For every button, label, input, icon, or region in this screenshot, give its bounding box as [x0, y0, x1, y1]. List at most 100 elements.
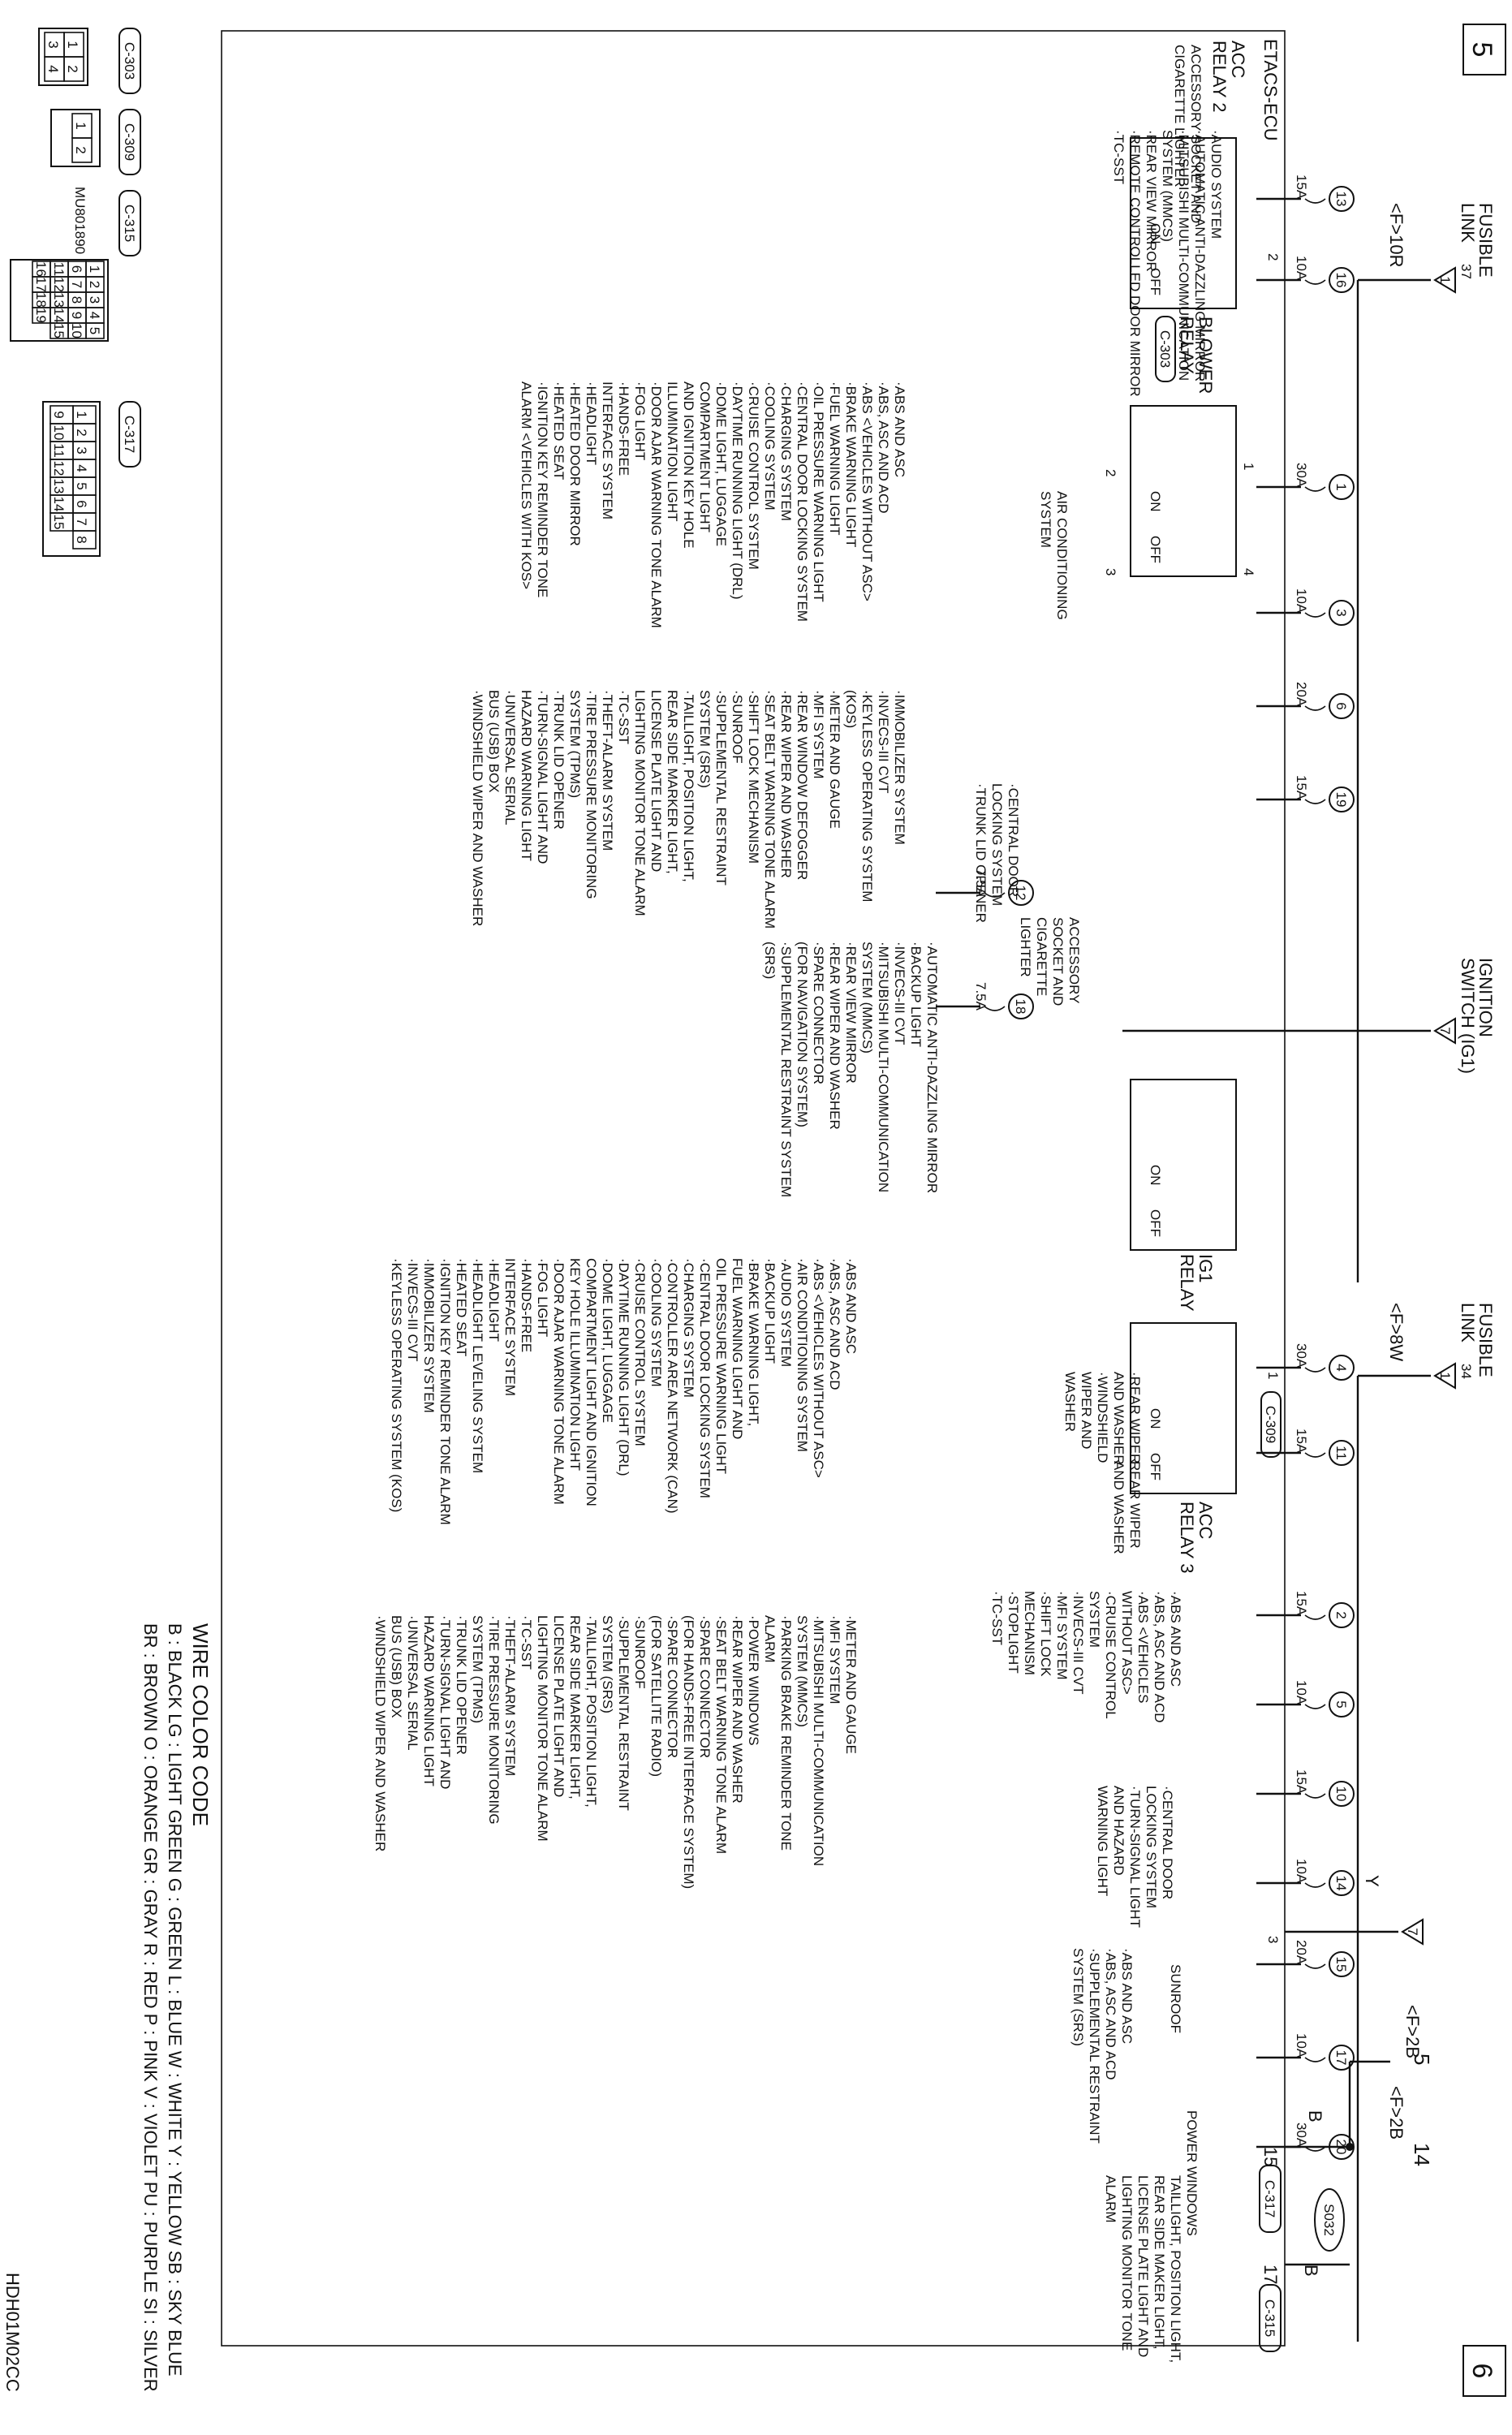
connector-c317-pin: 15 [51, 515, 67, 530]
fuse-10-rating: 15A [1294, 1769, 1309, 1795]
fuse-16-badge [1329, 267, 1355, 293]
load-f5-col2-line: ·REAR WIPER AND WASHER [730, 1615, 745, 1804]
fusible-link-37-title-2: LINK [1458, 203, 1478, 243]
load-f3-col2-line: ·REAR WINDOW DEFOGGER [795, 690, 810, 880]
fuse-2-badge [1329, 1602, 1355, 1628]
load-f5-col2-line: ·POWER WINDOWS [746, 1615, 761, 1746]
load-f3-col2-line: ·TC-SST [616, 690, 631, 744]
load-f5-col1-line: ·DOME LIGHT, LUGGAGE [600, 1258, 615, 1423]
connector-c317-pin-cell [50, 512, 74, 532]
fuse-20-badge [1329, 2134, 1355, 2160]
fusible-link-34-ref: 34 [1458, 1364, 1474, 1379]
load-f11-line: AND WASHER [1111, 1461, 1126, 1554]
fuse-13-rating: 15A [1294, 175, 1309, 200]
load-f5-col2-line: LIGHTING MONITOR TONE ALARM [535, 1615, 550, 1842]
fuse-20-rating: 30A [1294, 2123, 1309, 2148]
fuse-16-symbol [1304, 279, 1326, 285]
connector-c317-pin: 3 [74, 446, 89, 454]
load-f1-line: SYSTEM [1038, 491, 1053, 548]
ignition-switch-label: IGNITION [1475, 958, 1496, 1037]
load-f18-line: ·INVECS-III CVT [892, 942, 907, 1045]
connector-c309-pin-cell [71, 137, 93, 163]
fuse-2-number: 2 [1333, 1611, 1349, 1618]
load-f5-col1-line: ·HEADLIGHT LEVELING SYSTEM [470, 1258, 485, 1473]
load-f3-col1-line: ·DAYTIME RUNNING LIGHT (DRL) [730, 381, 745, 600]
load-f2-line: ·ABS AND ASC [1168, 1591, 1183, 1687]
load-f3-col1-line: ·HEATED SEAT [551, 381, 566, 480]
fuse-16-rating: 10A [1294, 256, 1309, 281]
load-f19-line: LIGHTER [1018, 917, 1033, 977]
load-f4-line: ·REAR WIPER [1127, 1372, 1143, 1463]
load-f3-col2-line: SYSTEM (SRS) [697, 690, 713, 788]
fuse-12-rating: 7.5A [973, 868, 989, 898]
connector-c315-pin: 15 [51, 323, 67, 338]
connector-c315-pin: 8 [69, 296, 84, 304]
connector-c315-pin: 10 [69, 323, 84, 338]
load-f10-line: AND HAZARD [1111, 1786, 1126, 1876]
load-f3-col1-line: ALARM <VEHICLES WITH KOS> [519, 381, 534, 589]
drawing-code: HDH01M02CC [2, 2273, 23, 2392]
load-f16-line: SYSTEM (MMCS) [1160, 130, 1175, 242]
load-f5-col1-line: ·FOG LIGHT [535, 1258, 550, 1337]
wire-color-code-title: WIRE COLOR CODE [188, 1623, 213, 1826]
load-f17-left-line: ·SUPPLEMENTAL RESTRAINT [1087, 1948, 1102, 2144]
load-f5-col2-line: LICENSE PLATE LIGHT AND [551, 1615, 566, 1797]
load-f5-col2-line: (FOR HANDS-FREE INTERFACE SYSTEM) [681, 1615, 696, 1889]
splice-s032 [1314, 2188, 1345, 2252]
acc-relay-2-label: ACC [1228, 41, 1248, 79]
etacs-ecu-label: ETACS-ECU [1260, 39, 1281, 141]
load-f5-col2-line: SYSTEM (TPMS) [470, 1615, 485, 1723]
fuse-4-number: 4 [1333, 1364, 1349, 1371]
connector-c315-pin-cell [50, 322, 69, 339]
fuse-18-badge [1008, 993, 1034, 1019]
connector-c315-pin: 11 [51, 262, 67, 277]
connector-c315-diagram: C-315 MU801890 [10, 187, 141, 342]
load-f3-col2-line: ·MFI SYSTEM [811, 690, 826, 779]
load-f18-line: ·AUTOMATIC ANTI-DAZZLING MIRROR [924, 942, 940, 1193]
load-f5-col1-line: ·CHARGING SYSTEM [681, 1258, 696, 1398]
fuse-2-rating: 15A [1294, 1591, 1309, 1616]
fuse-1-number: 1 [1333, 483, 1349, 490]
load-f13-line: ACCESSORY SOCKET AND [1188, 45, 1204, 223]
connector-c315-pin: 19 [33, 308, 49, 323]
fuse-10-number: 10 [1333, 1786, 1349, 1802]
connector-c303-label: C-303 [122, 42, 137, 80]
fuse-13-badge [1329, 186, 1355, 212]
load-f5-col1-line: ·HANDS-FREE [519, 1258, 534, 1352]
load-f4-line: AND WASHER [1111, 1372, 1126, 1465]
connector-c315-pin: 2 [87, 281, 102, 288]
load-f3-col2-line: ·METER AND GAUGE [827, 690, 842, 829]
ground-pin-17: 17 [1260, 2265, 1281, 2284]
load-f5-col2-line: ·MFI SYSTEM [827, 1615, 842, 1704]
connector-c309-label: C-309 [122, 123, 137, 161]
load-f17-left-line: SYSTEM (SRS) [1070, 1948, 1086, 2046]
fuse-14-symbol [1304, 1882, 1326, 1888]
load-f18-line: (SRS) [762, 942, 778, 979]
fuse-19-badge [1329, 787, 1355, 812]
acc-relay-2-off: OFF [1148, 268, 1163, 295]
load-f5-col1-line: ·DAYTIME RUNNING LIGHT (DRL) [616, 1258, 631, 1476]
blower-relay-connector: C-303 [1157, 330, 1173, 368]
load-f5-col1-line: ·DOOR AJAR WARNING TONE ALARM [551, 1258, 566, 1505]
fuse-4-symbol [1304, 1367, 1326, 1373]
load-f2-line: ·INVECS-III CVT [1070, 1591, 1086, 1695]
fuse-6-number: 6 [1333, 702, 1349, 709]
acc-relay-3-on: ON [1148, 1408, 1163, 1429]
fusible-link-34-conn: <F>8W [1386, 1303, 1406, 1361]
load-f5-col2-line: ·SEAT BELT WARNING TONE ALARM [713, 1615, 729, 1854]
load-f3-col1-line: ·CRUISE CONTROL SYSTEM [746, 381, 761, 570]
load-f3-col2-line: ·INVECS-III CVT [876, 690, 891, 794]
connector-c317-pin: 14 [51, 497, 67, 512]
load-f3-col2-line: ·TRUNK LID OPENER [551, 690, 566, 830]
fuse-5-number: 5 [1333, 1700, 1349, 1708]
load-f5-col2-line: ·SUPPLEMENTAL RESTRAINT [616, 1615, 631, 1811]
load-f3-col1-line: ·DOME LIGHT, LUGGAGE [713, 381, 729, 546]
ig1-relay-on: ON [1148, 1165, 1163, 1186]
load-f13-line: CIGARETTE LIGHTER [1172, 45, 1187, 187]
connector-c317-tag-label: C-317 [1262, 2180, 1277, 2217]
fuse-12-badge [1008, 880, 1034, 906]
load-f3-col2-line: ·SEAT BELT WARNING TONE ALARM [762, 690, 778, 929]
load-f3-col1-line: ·FUEL WARNING LIGHT [827, 381, 842, 536]
load-f3-col1-line: ·FOG LIGHT [632, 381, 648, 460]
